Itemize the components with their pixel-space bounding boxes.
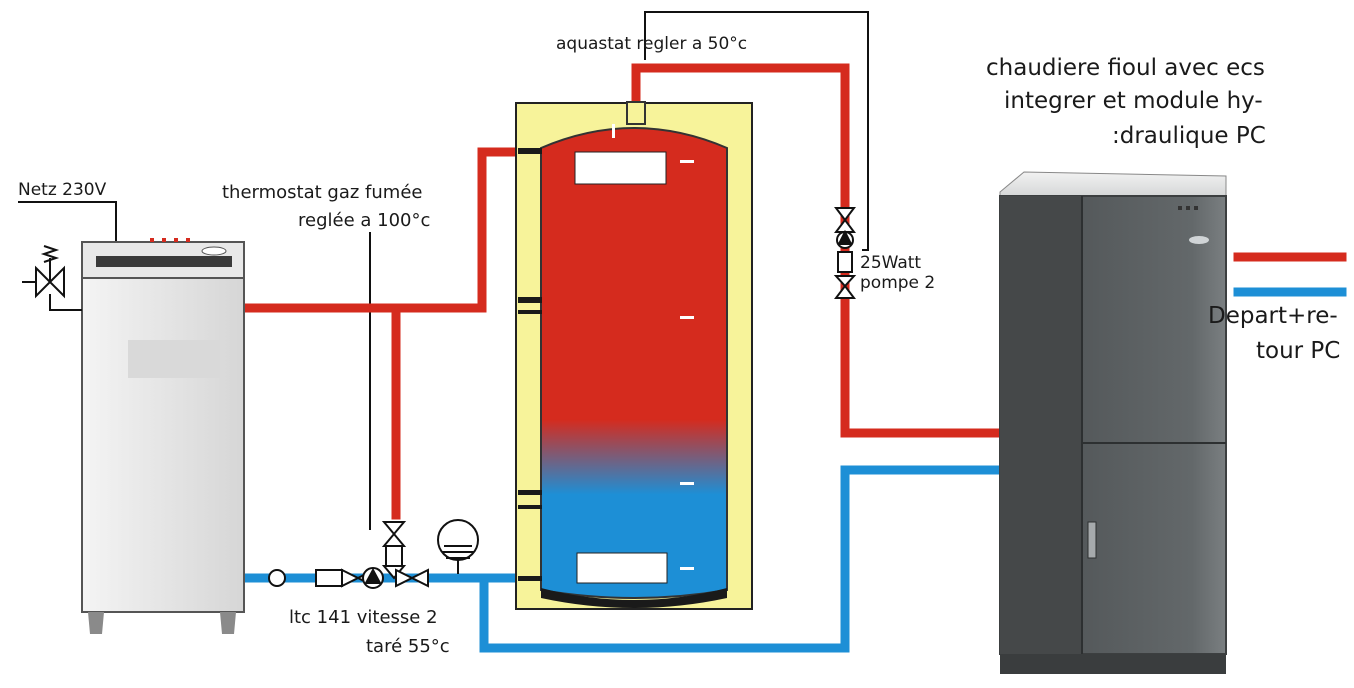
fioul-base <box>1000 654 1226 674</box>
fioul-side-panel <box>1000 196 1082 654</box>
fioul-handle <box>1087 521 1097 559</box>
check-valve-icon <box>268 569 286 587</box>
tank-top-nozzle <box>626 101 646 125</box>
netz-wire <box>18 201 117 242</box>
pump-2-label-line-2: pompe 2 <box>860 273 936 293</box>
boiler-door-shadow <box>128 340 220 378</box>
ltc-141-label-line-2: taré 55°c <box>366 636 450 657</box>
fioul-boiler-label-line-3: :draulique PC <box>1112 123 1266 149</box>
pump-2-label-line-1: 25Watt <box>860 253 922 273</box>
solid-fuel-boiler <box>81 238 245 634</box>
thermostat-label-line-1: thermostat gaz fumée <box>222 182 423 203</box>
tank-bottom-window <box>576 552 668 584</box>
tank-ports <box>518 148 542 581</box>
cold-pipe-loop-return <box>479 465 1005 653</box>
tank-bottom-cap <box>541 588 727 608</box>
fioul-boiler <box>999 171 1227 674</box>
netz-label: Netz 230V <box>18 180 107 200</box>
depart-retour-label-line-2: tour PC <box>1256 338 1341 364</box>
pump-2-icon <box>833 207 857 299</box>
hot-pipe-tank-top-loop <box>631 63 1005 438</box>
storage-tank <box>515 101 753 610</box>
boiler-control-strip <box>96 256 232 267</box>
boiler-top-connectors <box>150 238 190 242</box>
control-wires <box>18 11 869 530</box>
aquastat-wire <box>644 11 869 251</box>
fioul-boiler-label-line-2: integrer et module hy- <box>1004 88 1263 114</box>
expansion-vessel-icon <box>437 519 479 574</box>
boiler-knob <box>201 246 227 256</box>
depart-retour-label-line-1: Depart+re- <box>1208 303 1338 329</box>
boiler-foot-left <box>88 612 104 634</box>
hot-pipe-boiler-to-tank <box>241 147 545 313</box>
tank-body <box>540 127 728 599</box>
safety-valve-icon <box>22 245 82 311</box>
filter-icon <box>315 569 343 587</box>
tank-top-window <box>574 151 667 185</box>
hot-pipes <box>241 63 1347 520</box>
tank-sensor-marks <box>612 124 694 570</box>
ltc-141-label-line-1: ltc 141 vitesse 2 <box>289 607 438 628</box>
fioul-logo <box>1189 236 1209 244</box>
boiler-foot-right <box>220 612 236 634</box>
boiler-body <box>81 241 245 613</box>
thermostat-label-line-2: reglée a 100°c <box>298 210 431 231</box>
ltc-141-valve-group <box>268 521 429 589</box>
aquastat-label: aquastat regler a 50°c <box>556 34 748 54</box>
fioul-display <box>1178 206 1198 210</box>
fioul-boiler-label-line-1: chaudiere fioul avec ecs <box>986 55 1265 81</box>
